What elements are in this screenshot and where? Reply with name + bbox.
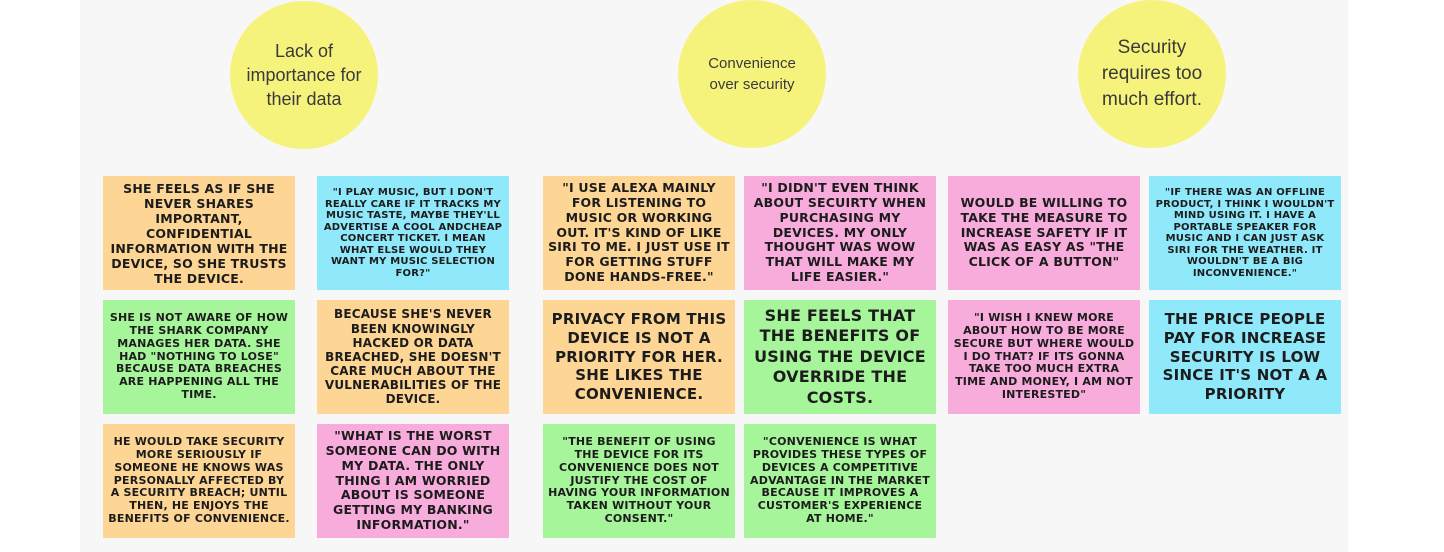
sticky-note: Because she's never been knowingly hacke…	[317, 300, 509, 414]
sticky-note: "What is the worst someone can do with m…	[317, 424, 509, 538]
affinity-board: Lack of importance for their data Conven…	[80, 0, 1348, 552]
theme-circle-security-effort: Security requires too much effort.	[1078, 0, 1226, 148]
sticky-note: She is not aware of how the shark compan…	[103, 300, 295, 414]
sticky-note: The price people pay for increase securi…	[1149, 300, 1341, 414]
sticky-note: "The benefit of using the device for its…	[543, 424, 735, 538]
theme-title: Security requires too much effort.	[1101, 37, 1203, 110]
theme-title: Convenience over security	[708, 55, 796, 93]
sticky-note: "I play music, but I don't really care i…	[317, 176, 509, 290]
theme-circle-lack-of-importance: Lack of importance for their data	[230, 1, 378, 149]
sticky-note: He would take security more seriously if…	[103, 424, 295, 538]
sticky-note: She feels as if she never shares importa…	[103, 176, 295, 290]
sticky-note: "Convenience is what provides these type…	[744, 424, 936, 538]
theme-circle-convenience: Convenience over security	[678, 0, 826, 148]
sticky-note: "I wish I knew more about how to be more…	[948, 300, 1140, 414]
sticky-note: "I didn't even think about secuirty when…	[744, 176, 936, 290]
sticky-note: Privacy from this device is not a priori…	[543, 300, 735, 414]
sticky-note: "If there was an offline product, I thin…	[1149, 176, 1341, 290]
sticky-note: "I use Alexa mainly for listening to mus…	[543, 176, 735, 290]
sticky-note: Would be willing to take the measure to …	[948, 176, 1140, 290]
sticky-note: She feels that the benefits of using the…	[744, 300, 936, 414]
theme-title: Lack of importance for their data	[246, 40, 362, 110]
